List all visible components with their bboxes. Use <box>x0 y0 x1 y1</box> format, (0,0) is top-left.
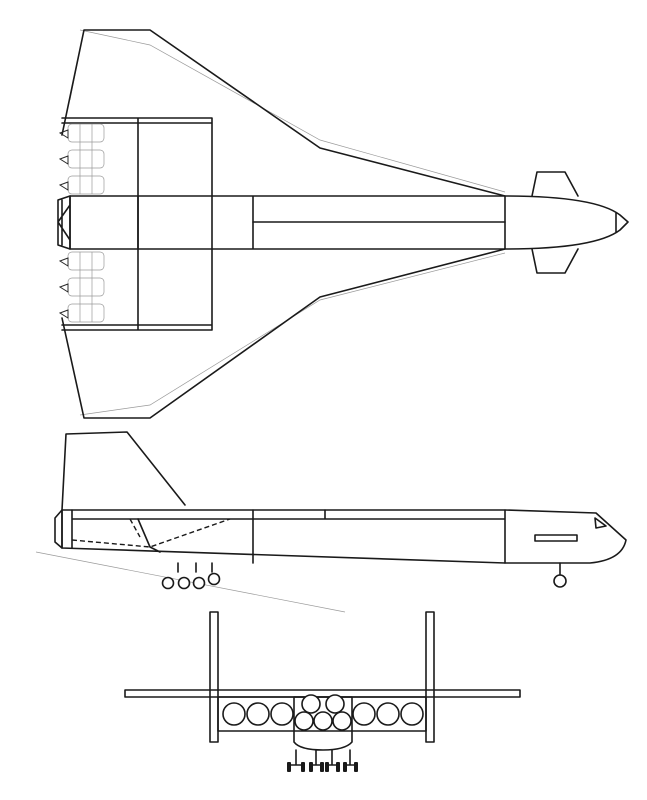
fuselage-front <box>293 696 353 751</box>
front-view <box>124 611 521 772</box>
nose-landing-gear <box>553 562 567 588</box>
top-view <box>57 29 629 419</box>
canard-upper <box>531 171 579 197</box>
exhaust-nozzle-side <box>54 509 63 549</box>
side-view <box>35 431 627 613</box>
fuselage-side <box>61 509 627 564</box>
engine-bay-box <box>61 117 213 331</box>
canard-lower <box>531 248 579 274</box>
engines-top <box>58 123 105 323</box>
fuselage-panel-lines <box>71 509 506 564</box>
wing-fairing-dashed <box>71 518 231 548</box>
nose-gear-wheel <box>553 574 567 588</box>
vertical-tail <box>61 431 186 511</box>
wing-chord-side <box>137 518 161 553</box>
main-gear-wheel <box>177 576 191 590</box>
main-gear-wheel <box>161 576 175 590</box>
canard-span <box>124 689 521 698</box>
side-hatch <box>534 534 578 542</box>
left-fin <box>209 611 219 743</box>
construction-line-side <box>35 551 346 613</box>
engine-pods-front <box>222 694 424 731</box>
main-gear-wheel <box>192 576 206 590</box>
main-landing-gear <box>161 562 221 590</box>
delta-wing <box>61 29 506 419</box>
main-gear-wheel <box>207 572 221 586</box>
right-fin <box>425 611 435 743</box>
cockpit-window <box>594 517 607 529</box>
exhaust-nozzle-top <box>57 195 71 250</box>
landing-gear-front <box>287 749 358 772</box>
